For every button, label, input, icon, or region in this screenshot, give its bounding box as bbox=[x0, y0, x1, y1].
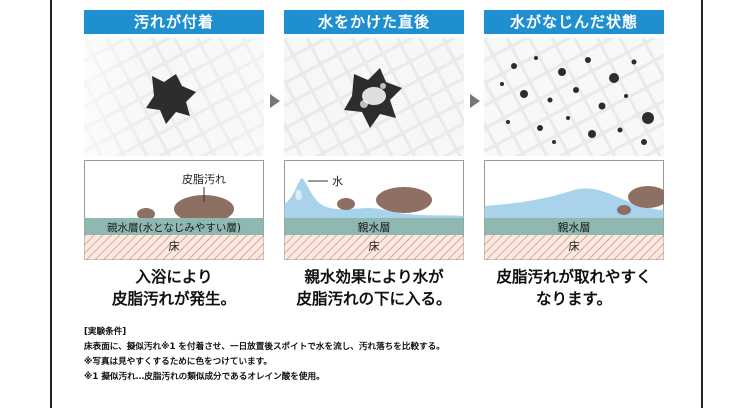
step-2-photo bbox=[284, 38, 464, 156]
caption-line: 入浴により bbox=[135, 268, 213, 286]
step-3-photo bbox=[484, 38, 664, 156]
caption-line: 親水効果により水が bbox=[304, 268, 444, 286]
step-3-title: 水がなじんだ状態 bbox=[484, 10, 664, 34]
caption-line: 皮脂汚れが発生。 bbox=[111, 290, 236, 308]
water-label: 水 bbox=[332, 175, 343, 188]
step-2-diagram: 水 親水層 床 bbox=[284, 160, 464, 260]
conditions-line: 床表面に、擬似汚れ※1 を付着させ、一日放置後スポイトで水を流し、汚れ落ちを比較… bbox=[84, 342, 445, 352]
step-2: 水をかけた直後 bbox=[284, 10, 464, 156]
hydrophilic-layer-label: 親水層 bbox=[558, 221, 591, 234]
frame-left-border bbox=[50, 0, 52, 408]
step-1-photo bbox=[84, 38, 264, 156]
hydrophilic-layer-label: 親水層(水となじみやすい層) bbox=[107, 221, 241, 234]
step-2-caption: 親水効果により水が 皮脂汚れの下に入る。 bbox=[284, 266, 464, 310]
experiment-conditions: [実験条件] 床表面に、擬似汚れ※1 を付着させ、一日放置後スポイトで水を流し、… bbox=[84, 325, 445, 385]
floor-label: 床 bbox=[569, 239, 580, 253]
step-1-caption: 入浴により 皮脂汚れが発生。 bbox=[84, 266, 264, 310]
conditions-line: ※写真は見やすくするために色をつけています。 bbox=[84, 357, 272, 367]
floor-label: 床 bbox=[169, 239, 180, 253]
step-1: 汚れが付着 bbox=[84, 10, 264, 156]
caption-line: 皮脂汚れが取れやすく bbox=[496, 268, 652, 286]
dirt-label: 皮脂汚れ bbox=[182, 172, 226, 186]
step-3-caption: 皮脂汚れが取れやすく なります。 bbox=[484, 266, 664, 310]
conditions-line: ※1 擬似汚れ…皮脂汚れの類似成分であるオレイン酸を使用。 bbox=[84, 372, 325, 382]
conditions-heading: [実験条件] bbox=[84, 327, 127, 337]
caption-line: なります。 bbox=[536, 290, 612, 308]
step-3: 水がなじんだ状態 bbox=[484, 10, 664, 156]
step-2-title: 水をかけた直後 bbox=[284, 10, 464, 34]
arrow-right-icon bbox=[470, 94, 480, 108]
floor-label: 床 bbox=[369, 239, 380, 253]
arrow-right-icon bbox=[270, 94, 280, 108]
hydrophilic-layer-label: 親水層 bbox=[358, 221, 391, 234]
step-1-diagram: 皮脂汚れ 親水層(水となじみやすい層) 床 bbox=[84, 160, 264, 260]
step-1-title: 汚れが付着 bbox=[84, 10, 264, 34]
frame-right-border bbox=[701, 0, 703, 408]
step-3-diagram: 親水層 床 bbox=[484, 160, 664, 260]
caption-line: 皮脂汚れの下に入る。 bbox=[296, 290, 452, 308]
